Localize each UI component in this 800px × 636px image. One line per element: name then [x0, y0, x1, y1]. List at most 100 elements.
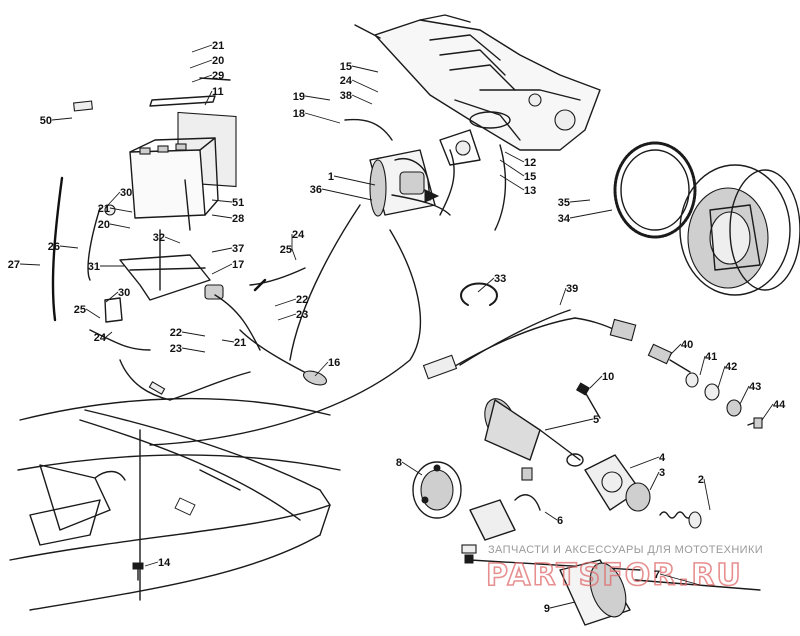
callout-leader-24c	[351, 79, 379, 93]
battery-assembly	[73, 77, 237, 323]
callout-30b: 30	[118, 287, 130, 299]
callout-leader-27	[19, 263, 41, 266]
engine-block	[354, 14, 601, 166]
callout-leader-12	[504, 151, 525, 163]
callout-3: 3	[659, 467, 665, 479]
callout-28: 28	[232, 213, 244, 225]
callout-36: 36	[310, 184, 322, 196]
callout-26: 26	[48, 241, 60, 253]
callout-leader-30a	[107, 191, 121, 206]
callout-17: 17	[232, 259, 244, 271]
callout-leader-7	[659, 573, 701, 586]
callout-13: 13	[524, 185, 536, 197]
callout-leader-22b	[274, 298, 297, 307]
callout-30a: 30	[120, 187, 132, 199]
callout-15a: 15	[340, 61, 352, 73]
callout-leader-17	[211, 263, 233, 275]
callout-35: 35	[558, 197, 570, 209]
callout-31: 31	[88, 261, 100, 273]
callout-leader-9	[549, 601, 576, 609]
callout-leader-3	[649, 471, 660, 491]
callout-4: 4	[659, 452, 666, 464]
callout-leader-41	[699, 355, 706, 376]
callout-22a: 22	[170, 327, 182, 339]
callout-8: 8	[396, 457, 402, 469]
callout-21a: 21	[212, 40, 224, 52]
callout-29: 29	[212, 70, 224, 82]
callout-15b: 15	[524, 171, 536, 183]
callout-18: 18	[293, 108, 305, 120]
callout-34: 34	[558, 213, 571, 225]
callout-14: 14	[158, 557, 171, 569]
callout-39: 39	[566, 283, 578, 295]
callout-leader-6	[544, 511, 558, 521]
callout-leader-25a	[291, 248, 297, 261]
callout-leader-13	[499, 174, 525, 191]
callout-leader-35	[569, 199, 591, 203]
callout-leader-22a	[181, 331, 206, 337]
bolt-14	[132, 562, 144, 581]
callout-leader-28	[211, 214, 233, 219]
callout-41: 41	[705, 351, 717, 363]
callout-9: 9	[544, 603, 550, 615]
callout-leader-39	[559, 287, 567, 306]
battery-cables	[51, 176, 328, 401]
callout-leader-19	[304, 95, 331, 101]
callout-leader-30b	[105, 291, 119, 303]
callout-22b: 22	[296, 294, 308, 306]
callout-leader-20b	[109, 223, 131, 229]
callout-5: 5	[593, 414, 599, 426]
callout-leader-11	[204, 90, 213, 106]
callout-leader-42	[717, 365, 726, 389]
callout-leader-1	[333, 175, 376, 186]
callout-leader-38	[351, 94, 373, 105]
callout-10: 10	[602, 371, 614, 383]
callout-leader-5	[544, 418, 594, 431]
callout-leader-2	[703, 478, 711, 511]
callout-leader-21c	[221, 339, 235, 343]
snap-ring	[460, 282, 498, 306]
callout-7: 7	[654, 569, 660, 581]
callout-43: 43	[749, 381, 761, 393]
callout-leader-15b	[499, 159, 525, 177]
callout-1: 1	[328, 171, 334, 183]
callout-leader-29	[191, 74, 213, 83]
callout-11: 11	[212, 86, 224, 98]
callout-leader-23a	[181, 347, 206, 353]
callout-leader-25b	[85, 308, 101, 319]
callout-leader-18	[304, 112, 341, 124]
chassis-outline	[9, 397, 341, 611]
callout-2: 2	[698, 474, 704, 486]
callout-27: 27	[8, 259, 20, 271]
callout-23a: 23	[170, 343, 182, 355]
callout-leader-36	[321, 188, 373, 201]
callout-leader-40	[669, 343, 682, 356]
callout-leader-10	[589, 375, 603, 389]
starter-exploded	[412, 309, 763, 626]
callout-leader-50	[51, 117, 73, 121]
callout-leader-15a	[351, 65, 379, 73]
callout-leader-43	[739, 385, 750, 405]
callout-25a: 25	[280, 244, 292, 256]
callout-leader-21a	[191, 44, 213, 53]
callout-leader-32	[164, 236, 181, 244]
callout-leader-34	[569, 209, 613, 219]
callout-leader-51	[211, 199, 233, 203]
callout-32: 32	[153, 232, 165, 244]
callout-24c: 24	[340, 75, 353, 87]
flywheel	[679, 164, 800, 296]
callout-leader-14	[144, 561, 159, 567]
callout-40: 40	[681, 339, 693, 351]
callout-6: 6	[557, 515, 563, 527]
starter-motor	[149, 118, 507, 446]
callout-12: 12	[524, 157, 536, 169]
callout-19: 19	[293, 91, 305, 103]
callout-leader-8	[401, 461, 423, 476]
callout-20b: 20	[98, 219, 110, 231]
callout-23b: 23	[296, 309, 308, 321]
callout-42: 42	[725, 361, 737, 373]
callout-37: 37	[232, 243, 244, 255]
